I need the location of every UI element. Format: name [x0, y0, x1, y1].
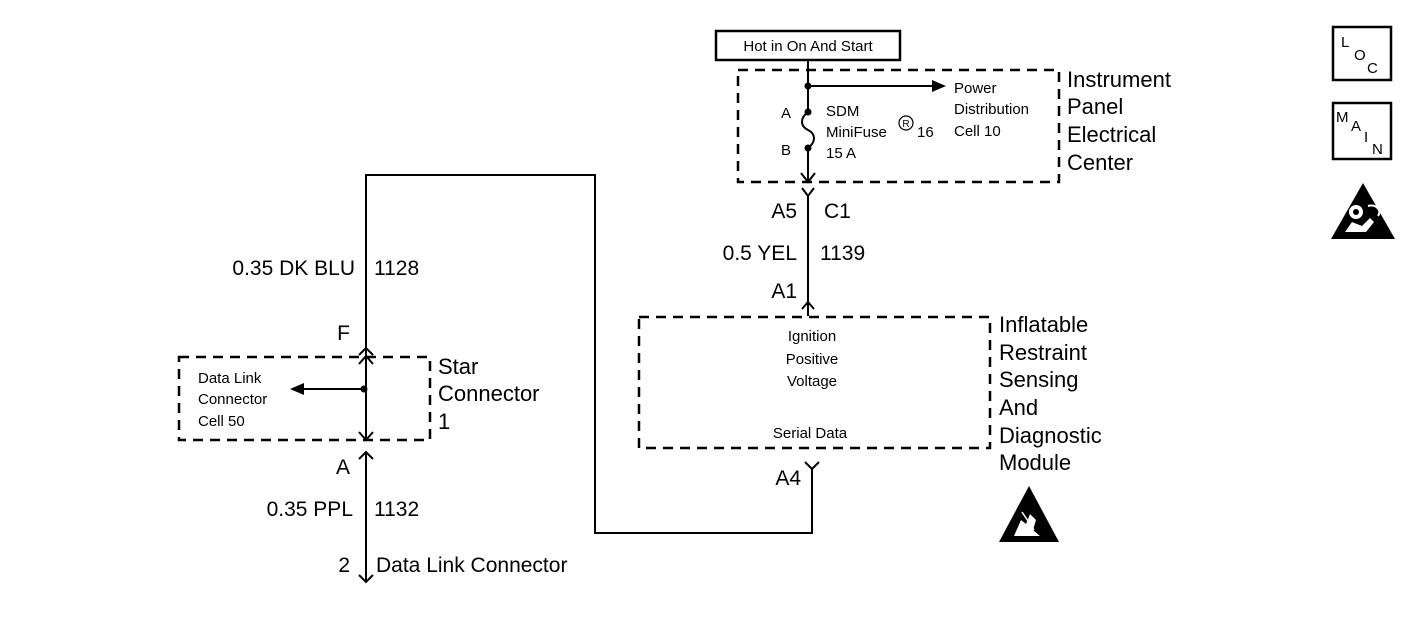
star-bus-arrow-down: [358, 431, 374, 442]
connector-a4-symbol: [804, 461, 820, 471]
wire-ppl-circuit: 1132: [374, 498, 419, 521]
power-distribution-arrow: [932, 80, 946, 92]
wire-yel-circuit: 1139: [820, 242, 865, 265]
ppl-circuit: 0.35 PPL 1132 2 Data Link Connector: [267, 452, 567, 584]
connector-a5-label: A5: [771, 200, 797, 223]
star-branch-arrow: [290, 383, 304, 395]
wire-dkblu-gauge-color: 0.35 DK BLU: [232, 257, 355, 280]
star-ref-line-1: Data Link: [198, 370, 262, 387]
yel-circuit: A5 C1 0.5 YEL 1139 A1: [723, 187, 865, 316]
wire-yel-gauge-color: 0.5 YEL: [723, 242, 797, 265]
star-title-line-3: 1: [438, 409, 450, 434]
esd-warning-icon: [999, 486, 1059, 542]
loc-letter-c: C: [1367, 60, 1378, 77]
connector-c1-label: C1: [824, 200, 851, 223]
sdm-title-line-4: And: [999, 395, 1038, 420]
star-ref-line-2: Connector: [198, 391, 267, 408]
ipec-title-line-2: Panel: [1067, 94, 1123, 119]
dlc-pin-symbol: [358, 574, 374, 584]
airbag-warning-icon: [1331, 183, 1395, 239]
instrument-panel-electrical-center: Instrument Panel Electrical Center A B S…: [736, 60, 1171, 184]
ipec-title-line-4: Center: [1067, 150, 1133, 175]
star-pin-f-label: F: [337, 322, 350, 345]
fuse-rating: 15 A: [826, 145, 856, 162]
main-letter-m: M: [1336, 109, 1349, 126]
star-bus-arrow-up: [358, 354, 374, 365]
power-source: Hot in On And Start: [714, 29, 902, 62]
connector-a1-label: A1: [771, 280, 797, 303]
star-connector-dashed-box: [177, 355, 432, 442]
loc-letter-l: L: [1341, 34, 1349, 51]
sdm-inner-line-2: Positive: [786, 351, 839, 368]
fuse-pin-b-label: B: [781, 142, 791, 159]
power-distribution-line-3: Cell 10: [954, 123, 1001, 140]
star-pin-a-label: A: [336, 456, 350, 479]
fuse-number: 16: [917, 124, 934, 141]
sdm-title-line-3: Sensing: [999, 367, 1079, 392]
star-title-line-2: Connector: [438, 381, 540, 406]
power-source-label: Hot in On And Start: [743, 38, 873, 55]
registered-mark-letter: R: [902, 119, 909, 130]
dlc-pin-label: 2: [338, 554, 350, 577]
star-title-line-1: Star: [438, 354, 478, 379]
sdm-inner-line-3: Voltage: [787, 373, 837, 390]
main-button[interactable]: M A I N: [1331, 101, 1393, 161]
ipec-dashed-box: [736, 68, 1061, 184]
serial-data-circuit: A4 0.35 DK BLU 1128: [232, 174, 820, 534]
sdm-module: Ignition Positive Voltage Serial Data In…: [637, 312, 1102, 475]
sdm-title-line-1: Inflatable: [999, 312, 1088, 337]
power-distribution-line-1: Power: [954, 80, 997, 97]
dlc-label: Data Link Connector: [376, 554, 567, 577]
sdm-title-line-5: Diagnostic: [999, 423, 1102, 448]
ipec-title-line-1: Instrument: [1067, 67, 1171, 92]
fuse-icon: [801, 111, 815, 149]
main-letter-n: N: [1372, 141, 1383, 158]
wire-dkblu: [365, 174, 813, 534]
connector-a4-label: A4: [775, 467, 801, 490]
ipec-title-line-3: Electrical: [1067, 122, 1156, 147]
wire-dkblu-circuit: 1128: [374, 257, 419, 280]
power-distribution-line-2: Distribution: [954, 101, 1029, 118]
fuse-output-arrow: [800, 172, 816, 184]
star-ref-line-3: Cell 50: [198, 413, 245, 430]
loc-button[interactable]: L O C: [1331, 25, 1393, 82]
sdm-title-line-6: Module: [999, 450, 1071, 475]
main-letter-i: I: [1364, 129, 1368, 146]
sdm-inner-line-1: Ignition: [788, 328, 836, 345]
loc-letter-o: O: [1354, 47, 1366, 64]
sdm-title-line-2: Restraint: [999, 340, 1087, 365]
sdm-dashed-box: [637, 315, 992, 450]
fuse-pin-a-label: A: [781, 105, 791, 122]
registered-mark-icon: [898, 115, 914, 131]
sdm-serial-data-label: Serial Data: [773, 425, 848, 442]
fuse-name-line-2: MiniFuse: [826, 124, 887, 141]
connector-a5-c1-symbol: [801, 187, 815, 198]
main-letter-a: A: [1351, 118, 1361, 135]
fuse-name-line-1: SDM: [826, 103, 859, 120]
wire-ppl-gauge-color: 0.35 PPL: [267, 498, 353, 521]
star-connector: F Data Link Connector Cell 50 Star Conne…: [177, 322, 540, 479]
